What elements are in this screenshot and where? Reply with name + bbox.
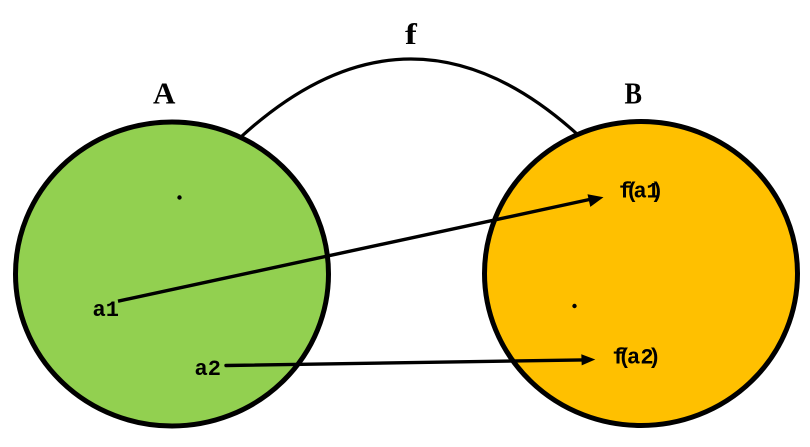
svg-text:a1: a1 bbox=[93, 298, 119, 323]
svg-text:f: f bbox=[405, 19, 418, 51]
svg-text:f(a2): f(a2) bbox=[613, 346, 662, 371]
svg-text:B: B bbox=[625, 76, 643, 111]
svg-text:f(a1): f(a1) bbox=[619, 180, 664, 205]
svg-text:a2: a2 bbox=[195, 357, 221, 382]
svg-text:A: A bbox=[153, 76, 176, 111]
